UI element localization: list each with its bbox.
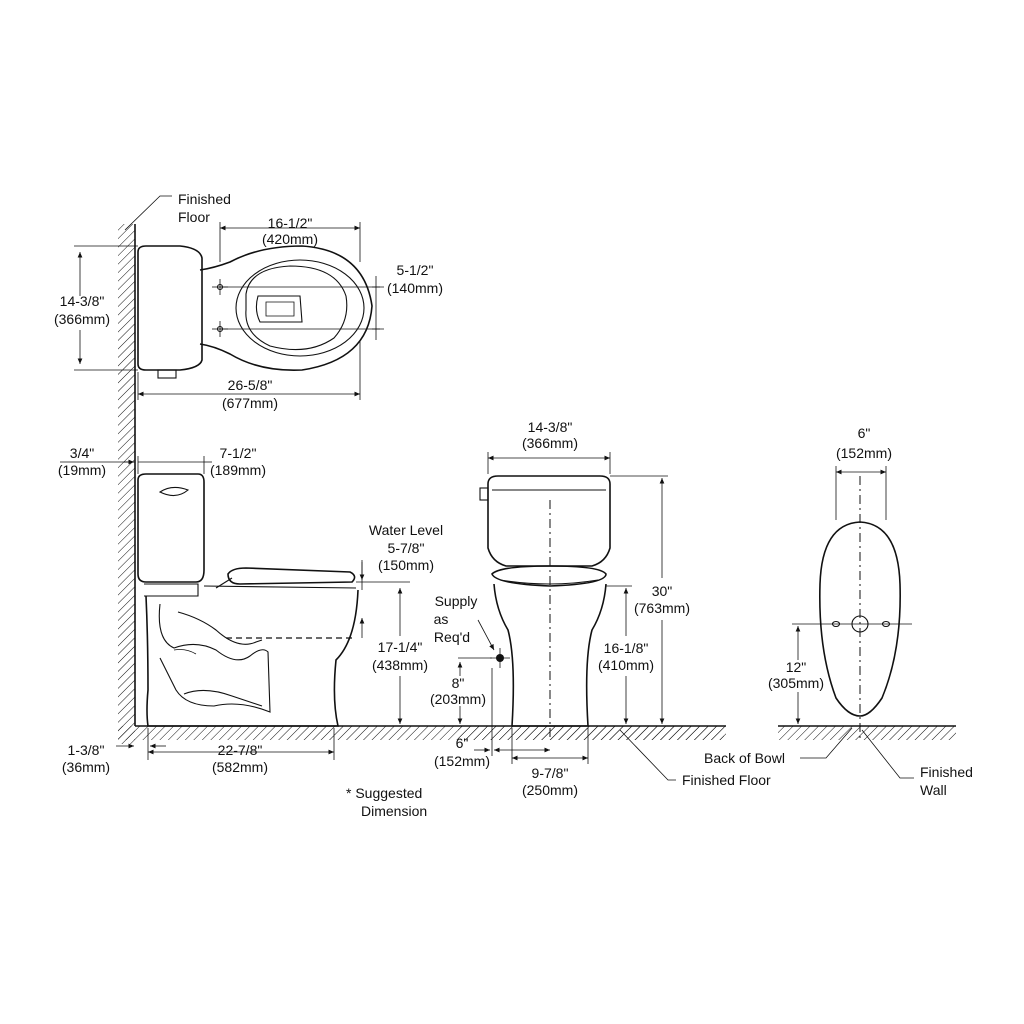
- finished-wall-label-1: Finished: [920, 764, 973, 780]
- rim-height-in: 16-1/8": [604, 640, 649, 656]
- wall-gap-mm: (19mm): [58, 462, 106, 478]
- suggested-dimension-note-2: Dimension: [361, 803, 427, 819]
- bowl-outer-outline: [199, 245, 373, 371]
- tank-side-outline: [137, 473, 205, 583]
- supply-label-3: Req'd: [434, 629, 470, 645]
- finished-floor-leader: [124, 195, 172, 231]
- bowl-rim: [235, 259, 365, 357]
- back-bolt-spacing-in: 6": [858, 425, 871, 441]
- overall-height-in: 30": [652, 583, 673, 599]
- top-depth-mm: (366mm): [54, 311, 110, 327]
- rough-in-mm: (305mm): [768, 675, 824, 691]
- bowl-side-outline: [145, 589, 359, 727]
- seat-lid: [227, 567, 356, 585]
- finished-wall-label-2: Wall: [920, 782, 947, 798]
- bowl-inner: [245, 265, 348, 351]
- water-level-mm: (150mm): [378, 557, 434, 573]
- seat-ring: [203, 585, 357, 589]
- top-width-in: 16-1/2": [268, 215, 313, 231]
- front-view: [457, 452, 724, 781]
- supply-label-2: as: [434, 611, 449, 627]
- bolt-spacing-in: 5-1/2": [397, 262, 434, 278]
- tank-depth-mm: (189mm): [210, 462, 266, 478]
- finished-floor-front-leader: [619, 729, 676, 781]
- finished-floor-top-label-2: Floor: [178, 209, 210, 225]
- front-tank-width-mm: (366mm): [522, 435, 578, 451]
- seat-height-side-in: 17-1/4": [378, 639, 423, 655]
- overall-height-mm: (763mm): [634, 600, 690, 616]
- supply-stub: [157, 369, 177, 379]
- supply-offset-mm: (152mm): [434, 753, 490, 769]
- tank-base: [144, 583, 199, 597]
- side-wall-hatch: [118, 224, 135, 744]
- finished-wall-leader: [861, 729, 914, 779]
- suggested-dimension-note-1: * Suggested: [346, 785, 422, 801]
- overall-length-in: 26-5/8": [228, 377, 273, 393]
- water-level-in: 5-7/8": [388, 540, 425, 556]
- seat-height-side-mm: (438mm): [372, 657, 428, 673]
- base-offset-in: 1-3/8": [68, 742, 105, 758]
- back-of-bowl-leader: [800, 727, 853, 759]
- supply-offset-in: 6": [456, 735, 469, 751]
- tank-front-outline: [487, 475, 611, 567]
- supply-height-in: 8": [452, 675, 465, 691]
- flush-lever: [158, 486, 190, 497]
- base-length-in: 22-7/8": [218, 742, 263, 758]
- tank-depth-in: 7-1/2": [220, 445, 257, 461]
- front-floor-hatch: [458, 726, 724, 740]
- tank-top-outline: [137, 245, 203, 371]
- rough-in-in: 12": [786, 659, 807, 675]
- front-tank-width-in: 14-3/8": [528, 419, 573, 435]
- base-width-mm: (250mm): [522, 782, 578, 798]
- bolt-spacing-mm: (140mm): [387, 280, 443, 296]
- back-view: [778, 466, 956, 779]
- wall-gap-in: 3/4": [70, 445, 94, 461]
- base-offset-mm: (36mm): [62, 759, 110, 775]
- water-level-label: Water Level: [369, 522, 443, 538]
- overall-length-mm: (677mm): [222, 395, 278, 411]
- supply-label-1: Supply: [435, 593, 478, 609]
- rim-height-mm: (410mm): [598, 657, 654, 673]
- trapway-outline: [158, 603, 271, 713]
- back-bolt-spacing-mm: (152mm): [836, 445, 892, 461]
- bowl-outlet-inner: [265, 301, 295, 317]
- top-depth-in: 14-3/8": [60, 293, 105, 309]
- top-view: [74, 195, 384, 744]
- labels: Finished Floor 16-1/2" (420mm) 14-3/8" (…: [54, 191, 973, 819]
- base-width-in: 9-7/8": [532, 765, 569, 781]
- seat-front: [491, 565, 607, 587]
- trip-lever-front: [479, 487, 489, 501]
- bowl-outlet: [255, 295, 303, 323]
- supply-height-mm: (203mm): [430, 691, 486, 707]
- finished-floor-top-label-1: Finished: [178, 191, 231, 207]
- back-of-bowl-label: Back of Bowl: [704, 750, 785, 766]
- top-width-mm: (420mm): [262, 231, 318, 247]
- base-length-mm: (582mm): [212, 759, 268, 775]
- back-floor-hatch: [778, 726, 956, 740]
- finished-floor-front-label: Finished Floor: [682, 772, 771, 788]
